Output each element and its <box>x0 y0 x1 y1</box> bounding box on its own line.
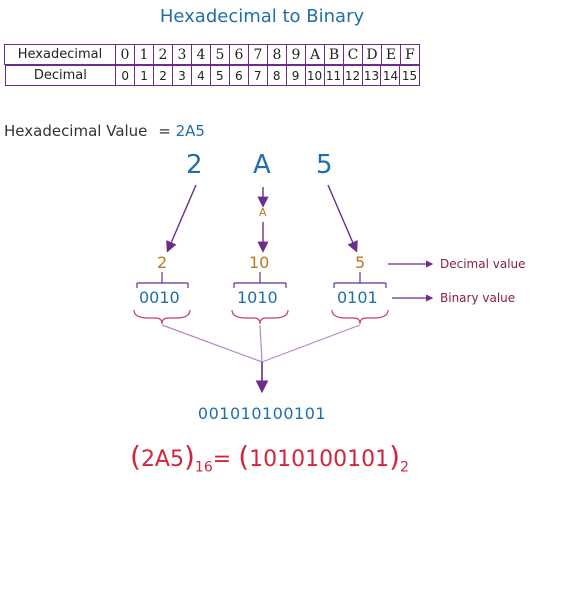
decimal-value-2: 10 <box>249 253 270 272</box>
decimal-value-label: Decimal value <box>440 257 526 271</box>
binary-group-2: 1010 <box>237 288 278 307</box>
equation-binary: 1010100101 <box>249 447 390 472</box>
hex-cell: D <box>362 44 382 65</box>
decimal-row-label: Decimal <box>4 65 117 86</box>
decimal-value-1: 2 <box>157 253 168 272</box>
hex-digit-3: 5 <box>316 150 333 180</box>
hex-value-equals: = <box>158 122 171 140</box>
hex-digit-1: 2 <box>186 150 203 180</box>
conversion-equation: (2A5)16= (1010100101)2 <box>130 440 409 475</box>
curly-braces <box>133 309 389 325</box>
equation-hex: 2A5 <box>140 447 184 472</box>
equation-open-paren-2: ( <box>238 440 250 473</box>
binary-value-label: Binary value <box>440 291 516 305</box>
equation-equals: = <box>212 447 232 472</box>
diagram-title: Hexadecimal to Binary <box>159 6 365 27</box>
hex-cell: 9 <box>286 44 306 65</box>
equation-binary-base: 2 <box>400 459 409 476</box>
binary-group-3: 0101 <box>337 288 378 307</box>
converge-lines <box>161 324 361 363</box>
arrow-2-to-dec <box>166 184 197 253</box>
hex-digit-2: A <box>253 150 271 180</box>
hex-value: 2A5 <box>175 122 205 140</box>
decimal-row: Decimal 0 1 2 3 4 5 6 7 8 9 10 11 12 13 … <box>4 65 420 86</box>
decimal-cell: 14 <box>380 65 401 86</box>
decimal-value-3: 5 <box>355 253 366 272</box>
hex-value-label: Hexadecimal Value <box>4 122 148 140</box>
intermediate-hex-label: A <box>259 206 267 219</box>
binary-group-1: 0010 <box>139 288 180 307</box>
hex-decimal-table: Hexadecimal 0 1 2 3 4 5 6 7 8 9 A B C D … <box>4 44 420 86</box>
binary-result: 001010100101 <box>197 404 327 423</box>
equation-close-paren-2: ) <box>389 440 401 473</box>
hex-row-label: Hexadecimal <box>4 44 116 65</box>
hex-row: Hexadecimal 0 1 2 3 4 5 6 7 8 9 A B C D … <box>4 44 420 65</box>
hex-value-line: Hexadecimal Value = 2A5 <box>4 122 205 140</box>
equation-close-paren: ) <box>183 440 195 473</box>
decimal-cell: 5 <box>209 65 230 86</box>
arrow-5-to-dec <box>327 184 358 253</box>
bracket-group <box>136 272 387 288</box>
equation-open-paren: ( <box>130 440 141 473</box>
hex-cell: F <box>400 44 420 65</box>
equation-hex-base: 16 <box>194 459 213 476</box>
decimal-cell: 15 <box>399 65 420 86</box>
